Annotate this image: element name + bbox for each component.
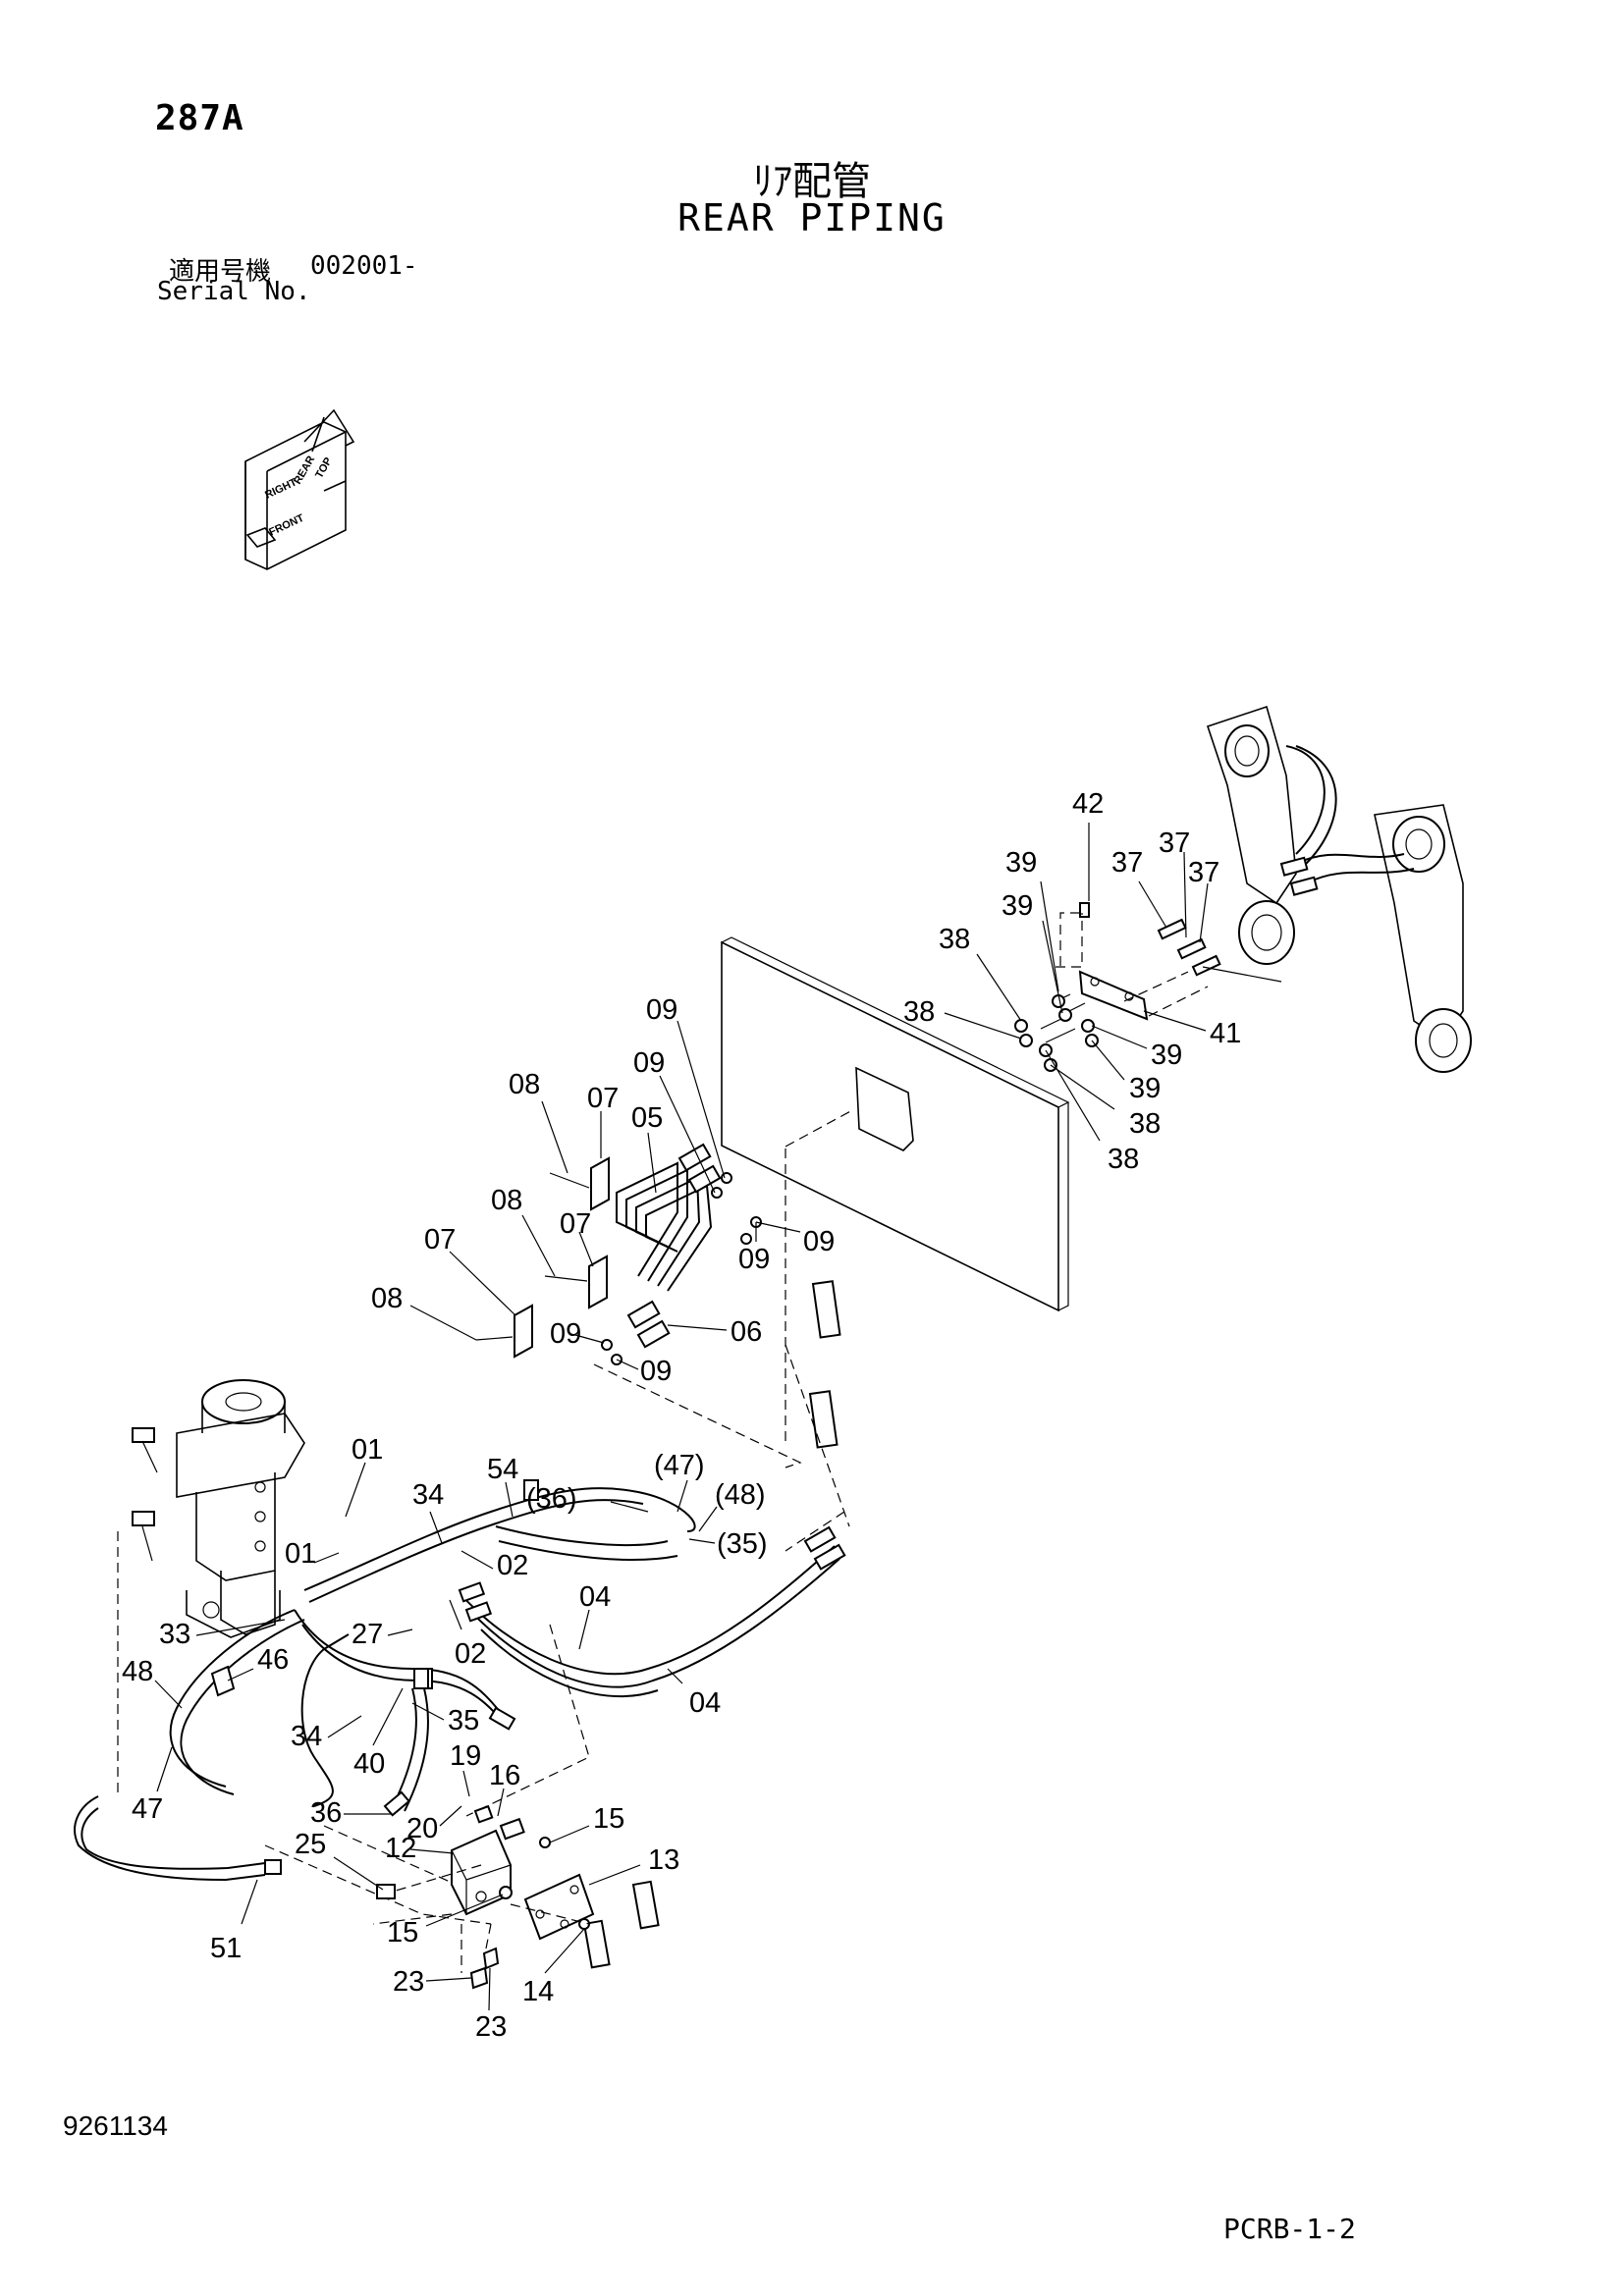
callout-47-ref: (47) xyxy=(654,1450,705,1481)
callout-36-ref: (36) xyxy=(526,1483,577,1515)
callout-37: 37 xyxy=(1159,828,1190,859)
page-title: REAR PIPING xyxy=(677,196,947,240)
callout-35-ref: (35) xyxy=(717,1528,768,1560)
callout-23: 23 xyxy=(475,2011,507,2043)
callout-09: 09 xyxy=(738,1244,770,1275)
callout-09: 09 xyxy=(640,1356,672,1387)
callout-25: 25 xyxy=(295,1829,326,1860)
callout-20: 20 xyxy=(406,1813,438,1844)
callout-47: 47 xyxy=(132,1793,163,1825)
callout-09: 09 xyxy=(646,994,677,1026)
orientation-right-label: RIGHT xyxy=(263,476,298,501)
callout-15: 15 xyxy=(387,1917,418,1949)
callout-07: 07 xyxy=(560,1208,591,1240)
callout-16: 16 xyxy=(489,1760,520,1791)
orientation-top-label: TOP xyxy=(313,455,335,480)
callout-35: 35 xyxy=(448,1705,479,1736)
callout-08: 08 xyxy=(491,1185,522,1216)
callout-05: 05 xyxy=(631,1102,663,1134)
callout-07: 07 xyxy=(587,1083,619,1114)
callout-08: 08 xyxy=(371,1283,403,1314)
callout-27: 27 xyxy=(352,1619,383,1650)
callouts: 42 39 37 37 37 39 38 38 41 39 39 38 38 0… xyxy=(122,788,1282,2043)
callout-09: 09 xyxy=(550,1318,581,1350)
callout-51: 51 xyxy=(210,1933,242,1964)
callout-06: 06 xyxy=(731,1316,762,1348)
callout-14: 14 xyxy=(522,1976,554,2007)
callout-01: 01 xyxy=(285,1538,316,1570)
callout-46: 46 xyxy=(257,1644,289,1676)
title-japanese: ﾘｱ配管 xyxy=(753,159,871,204)
callout-34: 34 xyxy=(291,1721,322,1752)
callout-39: 39 xyxy=(1129,1073,1161,1104)
callout-36: 36 xyxy=(310,1797,342,1829)
page-code: 287A xyxy=(155,98,244,138)
callout-54: 54 xyxy=(487,1454,518,1485)
callout-02: 02 xyxy=(455,1638,486,1670)
callout-09: 09 xyxy=(633,1047,665,1079)
callout-48: 48 xyxy=(122,1656,153,1687)
callout-15: 15 xyxy=(593,1803,624,1835)
callout-42: 42 xyxy=(1072,788,1104,820)
callout-39: 39 xyxy=(1001,890,1033,922)
callout-38: 38 xyxy=(939,924,970,955)
callout-40: 40 xyxy=(353,1748,385,1780)
callout-09: 09 xyxy=(803,1226,835,1257)
callout-08: 08 xyxy=(509,1069,540,1100)
hose-assembly xyxy=(74,1479,846,1925)
callout-37: 37 xyxy=(1111,847,1143,879)
document-number: 9261134 xyxy=(63,2110,168,2141)
serial-label: Serial No. xyxy=(157,277,311,306)
callout-13: 13 xyxy=(648,1844,679,1876)
callout-23: 23 xyxy=(393,1966,424,1998)
callout-02: 02 xyxy=(497,1550,528,1581)
page-reference: PCRB-1-2 xyxy=(1223,2213,1356,2245)
callout-41: 41 xyxy=(1210,1018,1241,1049)
callout-19: 19 xyxy=(450,1740,481,1772)
rear-panel xyxy=(721,936,1070,1312)
callout-37: 37 xyxy=(1188,857,1219,888)
callout-34: 34 xyxy=(412,1479,444,1511)
callout-38: 38 xyxy=(903,996,935,1028)
orientation-cube-icon: TOP REAR RIGHT FRONT xyxy=(244,408,355,570)
callout-38: 38 xyxy=(1129,1108,1161,1140)
callout-39: 39 xyxy=(1005,847,1037,879)
callout-04: 04 xyxy=(689,1687,721,1719)
center-joint xyxy=(117,1379,305,1796)
callout-38: 38 xyxy=(1108,1144,1139,1175)
callout-12: 12 xyxy=(385,1833,416,1864)
boom-cylinders xyxy=(1206,705,1472,1073)
callout-07: 07 xyxy=(424,1224,456,1255)
serial-value: 002001- xyxy=(310,251,418,281)
callout-04: 04 xyxy=(579,1581,611,1613)
callout-33: 33 xyxy=(159,1619,190,1650)
serial-label-japanese: 適用号機 xyxy=(169,257,272,287)
pipe-assembly xyxy=(475,1143,841,1468)
callout-39: 39 xyxy=(1151,1040,1182,1071)
callout-48-ref: (48) xyxy=(715,1479,766,1511)
bracket-assembly xyxy=(1014,902,1221,1072)
callout-01: 01 xyxy=(352,1434,383,1466)
orientation-front-label: FRONT xyxy=(267,512,306,539)
